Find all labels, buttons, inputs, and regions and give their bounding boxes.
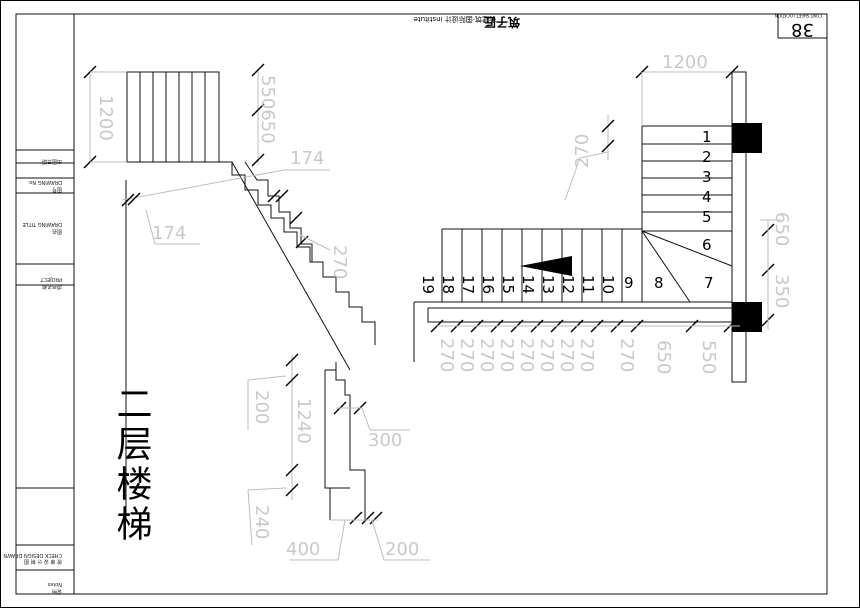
svg-text:270: 270 bbox=[476, 338, 497, 372]
svg-text:衡建筑·国际设计 institute: 衡建筑·国际设计 institute bbox=[414, 15, 496, 24]
left-dimensions bbox=[83, 63, 430, 561]
svg-text:8: 8 bbox=[654, 274, 664, 292]
svg-text:300: 300 bbox=[368, 430, 402, 451]
step-numbers: 1 2 3 4 5 6 7 8 9 10 11 12 13 14 15 16 1… bbox=[419, 128, 714, 294]
svg-text:11: 11 bbox=[579, 275, 597, 294]
svg-text:270: 270 bbox=[496, 338, 517, 372]
svg-text:550650: 550650 bbox=[257, 75, 278, 144]
svg-text:1: 1 bbox=[702, 128, 712, 146]
svg-text:550: 550 bbox=[698, 340, 719, 374]
svg-text:7: 7 bbox=[704, 274, 714, 292]
sheet-number: 38 bbox=[791, 19, 814, 40]
svg-text:270: 270 bbox=[516, 338, 537, 372]
right-dim-labels: 1200 270 650 350 550 650 270 270 270 270… bbox=[436, 52, 792, 374]
svg-text:174: 174 bbox=[290, 148, 324, 169]
column-top bbox=[732, 123, 762, 153]
svg-text:19: 19 bbox=[419, 275, 437, 294]
svg-text:图名: 图名 bbox=[52, 228, 62, 235]
svg-text:3: 3 bbox=[702, 168, 712, 186]
svg-text:270: 270 bbox=[572, 134, 593, 168]
svg-text:270: 270 bbox=[456, 338, 477, 372]
svg-text:5: 5 bbox=[702, 208, 712, 226]
drawing-number-label: 图号 DRAWING No. bbox=[27, 179, 62, 192]
signature-row: 校 审 设 计 制 图 CHECK DESIGN DRAWN bbox=[3, 552, 62, 565]
svg-text:174: 174 bbox=[152, 223, 186, 244]
svg-text:200: 200 bbox=[385, 539, 419, 560]
svg-text:说明: 说明 bbox=[52, 588, 62, 595]
svg-text:400: 400 bbox=[286, 539, 320, 560]
svg-text:项目名称: 项目名称 bbox=[42, 283, 62, 290]
project-name-label: 项目名称 PROJECT bbox=[39, 276, 62, 290]
svg-text:1240: 1240 bbox=[293, 398, 314, 444]
left-dim-labels: 1200 550650 174 174 270 200 1240 300 240… bbox=[95, 75, 419, 560]
svg-text:4: 4 bbox=[702, 188, 712, 206]
svg-text:1200: 1200 bbox=[662, 52, 708, 73]
svg-text:6: 6 bbox=[702, 236, 712, 254]
drawing-title-label: 图名 DRAWING TITLE bbox=[23, 221, 62, 235]
svg-text:1200: 1200 bbox=[95, 95, 116, 141]
right-dimensions bbox=[430, 65, 780, 333]
svg-text:15: 15 bbox=[499, 275, 517, 294]
svg-text:CONT SHEET LOCATION: CONT SHEET LOCATION bbox=[775, 13, 822, 18]
notes-label: 说明 Notes bbox=[47, 581, 62, 595]
column-bottom bbox=[732, 302, 762, 332]
svg-text:270: 270 bbox=[536, 338, 557, 372]
svg-text:650: 650 bbox=[771, 212, 792, 246]
svg-text:350: 350 bbox=[771, 274, 792, 308]
drawing-frame bbox=[15, 13, 828, 595]
svg-text:二层楼梯: 二层楼梯 bbox=[111, 385, 152, 545]
svg-text:270: 270 bbox=[329, 245, 350, 279]
svg-text:Notes: Notes bbox=[47, 581, 62, 587]
svg-text:18: 18 bbox=[439, 275, 457, 294]
svg-text:200: 200 bbox=[251, 390, 272, 424]
svg-text:出图日期: 出图日期 bbox=[42, 158, 62, 165]
svg-text:PROJECT: PROJECT bbox=[39, 276, 62, 282]
svg-text:17: 17 bbox=[459, 275, 477, 294]
svg-text:650: 650 bbox=[653, 340, 674, 374]
header-subtitle: 衡建筑·国际设计 institute bbox=[414, 15, 496, 24]
right-stair-plan bbox=[413, 71, 762, 383]
svg-text:CHECK DESIGN DRAWN: CHECK DESIGN DRAWN bbox=[3, 552, 62, 558]
svg-text:DRAWING TITLE: DRAWING TITLE bbox=[23, 221, 62, 227]
svg-text:270: 270 bbox=[576, 338, 597, 372]
svg-text:270: 270 bbox=[616, 338, 637, 372]
svg-text:10: 10 bbox=[599, 275, 617, 294]
svg-text:DRAWING No.: DRAWING No. bbox=[27, 179, 62, 185]
svg-text:图号: 图号 bbox=[52, 186, 62, 192]
svg-text:270: 270 bbox=[436, 338, 457, 372]
svg-text:16: 16 bbox=[479, 275, 497, 294]
svg-text:12: 12 bbox=[559, 275, 577, 294]
svg-text:38: 38 bbox=[791, 19, 814, 40]
svg-text:14: 14 bbox=[519, 275, 537, 294]
sheet-location-tag: CONT SHEET LOCATION bbox=[775, 13, 822, 18]
svg-text:9: 9 bbox=[624, 274, 634, 292]
up-direction-arrow-icon bbox=[520, 256, 572, 276]
svg-text:240: 240 bbox=[251, 505, 272, 539]
drawing-title: 二层楼梯 bbox=[111, 385, 152, 545]
svg-text:13: 13 bbox=[539, 275, 557, 294]
date-label: 出图日期 bbox=[42, 158, 62, 165]
svg-text:筑子匠: 筑子匠 bbox=[484, 15, 520, 30]
svg-text:270: 270 bbox=[556, 338, 577, 372]
header-brand: 筑子匠 bbox=[484, 15, 520, 30]
svg-text:2: 2 bbox=[702, 148, 712, 166]
svg-text:校 审 设 计 制 图: 校 审 设 计 制 图 bbox=[24, 558, 62, 565]
